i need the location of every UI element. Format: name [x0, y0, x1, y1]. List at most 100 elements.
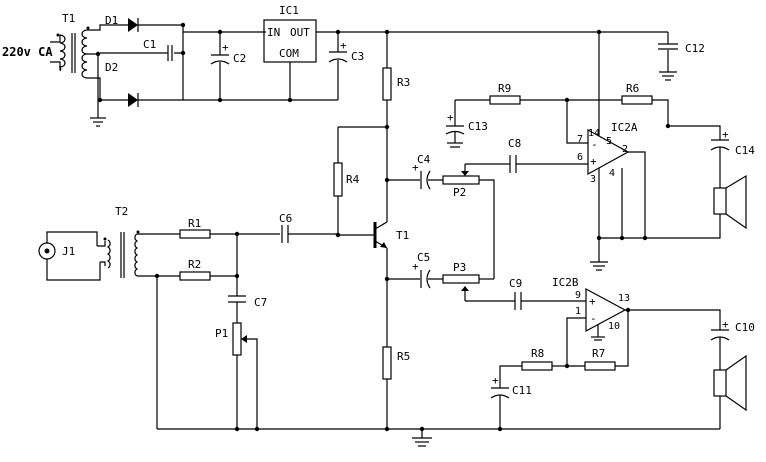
- opamp-ic2b: + - IC2B 9 1 13 10: [552, 276, 630, 333]
- c10-label: C10: [735, 321, 755, 334]
- preamp-section: R3 R4 T1 R5: [333, 32, 495, 429]
- ic1-pin-out: OUT: [290, 26, 310, 39]
- capacitor-c12: C12: [658, 32, 705, 81]
- d1-label: D1: [105, 14, 118, 27]
- c14-label: C14: [735, 144, 755, 157]
- c5-polarity: +: [412, 260, 419, 273]
- c11-polarity: +: [492, 374, 499, 387]
- p2-label: P2: [453, 186, 466, 199]
- resistor-r2: R2: [179, 258, 237, 281]
- resistor-r9: R9: [455, 82, 622, 105]
- ic2a-pin-14: 14: [588, 128, 600, 139]
- ic2a-plus: +: [590, 155, 597, 168]
- r9-label: R9: [498, 82, 511, 95]
- ic2a-pin-4: 4: [609, 168, 615, 179]
- ic2a-channel: R9 + C13 R6 C8: [445, 32, 755, 271]
- capacitor-c4: + C4: [387, 153, 443, 190]
- capacitor-c7: C7: [228, 295, 267, 323]
- ic2b-pin-1: 1: [575, 306, 581, 317]
- ic2b-label: IC2B: [552, 276, 579, 289]
- capacitor-c9: C9: [465, 277, 586, 310]
- t2-label: T2: [115, 205, 128, 218]
- ic1-pin-com: COM: [279, 47, 299, 60]
- c11-label: C11: [512, 384, 532, 397]
- capacitor-c2: + C2: [210, 32, 246, 100]
- capacitor-c8: C8: [465, 137, 588, 173]
- ic2b-pin-13: 13: [618, 293, 630, 304]
- resistor-r8: R8: [499, 347, 567, 388]
- t1-transistor-label: T1: [396, 229, 409, 242]
- capacitor-c3: + C3: [328, 32, 364, 100]
- potentiometer-p3: P3: [442, 261, 494, 301]
- ic1-label: IC1: [279, 4, 299, 17]
- r3-label: R3: [397, 76, 410, 89]
- r4-label: R4: [346, 173, 360, 186]
- c3-label: C3: [351, 50, 364, 63]
- input-section: J1 T2 R1 R2: [38, 205, 338, 432]
- transistor-t1: T1: [338, 221, 409, 249]
- ic2b-plus: +: [589, 295, 596, 308]
- p3-label: P3: [453, 261, 466, 274]
- c2-polarity: +: [222, 41, 229, 54]
- capacitor-c13: + C13: [445, 100, 488, 148]
- r5-label: R5: [397, 350, 410, 363]
- ic2b-channel: C9 + - IC2B 9 1 13 10 R7: [465, 276, 755, 429]
- transformer-t1: T1: [56, 12, 90, 79]
- diode-d1: D1: [105, 14, 139, 32]
- jack-j1: J1: [38, 231, 101, 281]
- speaker-top-icon: [713, 174, 747, 230]
- c3-polarity: +: [340, 39, 347, 52]
- t1-label: T1: [62, 12, 75, 25]
- potentiometer-p2: P2: [442, 164, 495, 279]
- speaker-bottom-icon: [713, 354, 747, 429]
- diode-d2: D2: [105, 61, 139, 107]
- c14-polarity: +: [722, 128, 729, 141]
- capacitor-c11: + C11: [490, 374, 532, 429]
- capacitor-c5: + C5: [387, 251, 443, 289]
- capacitor-c6: C6: [279, 212, 338, 243]
- c1-label: C1: [143, 38, 156, 51]
- power-supply-section: 220v CA T1 D1 D2: [2, 4, 705, 127]
- resistor-r4: R4: [333, 127, 360, 235]
- c2-label: C2: [233, 52, 246, 65]
- ic2a-pin-5: 5: [606, 136, 612, 147]
- c13-polarity: +: [447, 111, 454, 124]
- r1-label: R1: [188, 217, 201, 230]
- ic1-pin-in: IN: [267, 26, 280, 39]
- j1-label: J1: [62, 245, 75, 258]
- capacitor-c10: + C10: [710, 318, 755, 370]
- potentiometer-p1: P1: [215, 322, 258, 429]
- ic2a-pin-7: 7: [577, 134, 583, 145]
- ic2a-pin-3: 3: [590, 174, 596, 185]
- c6-label: C6: [279, 212, 292, 225]
- r2-label: R2: [188, 258, 201, 271]
- r7-label: R7: [592, 347, 605, 360]
- transformer-t2: T2: [97, 205, 140, 278]
- c4-label: C4: [417, 153, 431, 166]
- c12-label: C12: [685, 42, 705, 55]
- capacitor-c1: C1: [100, 38, 183, 61]
- c10-polarity: +: [722, 318, 729, 331]
- opamp-ic2a: - + IC2A 7 14 5 6 2 3 4: [577, 121, 638, 185]
- resistor-r7: R7: [567, 347, 616, 371]
- ground-symbol-psu: [90, 117, 106, 127]
- d2-label: D2: [105, 61, 118, 74]
- ic2b-pin-10: 10: [608, 321, 620, 332]
- regulator-ic1: IN OUT COM IC1: [263, 4, 317, 63]
- resistor-r5: R5: [382, 346, 410, 429]
- capacitor-c14: + C14: [710, 128, 755, 188]
- ground-rail: [157, 426, 720, 447]
- ic2b-pin-9: 9: [575, 290, 581, 301]
- ic2a-label: IC2A: [611, 121, 638, 134]
- c4-polarity: +: [412, 161, 419, 174]
- mains-label: 220v CA: [2, 45, 53, 59]
- ic2a-pin-2: 2: [622, 144, 628, 155]
- resistor-r1: R1: [179, 217, 280, 239]
- p1-label: P1: [215, 327, 228, 340]
- ic2a-pin-6: 6: [577, 152, 583, 163]
- c8-label: C8: [508, 137, 521, 150]
- r8-label: R8: [531, 347, 544, 360]
- ic2b-minus: -: [590, 312, 597, 325]
- ic2a-minus: -: [591, 138, 598, 151]
